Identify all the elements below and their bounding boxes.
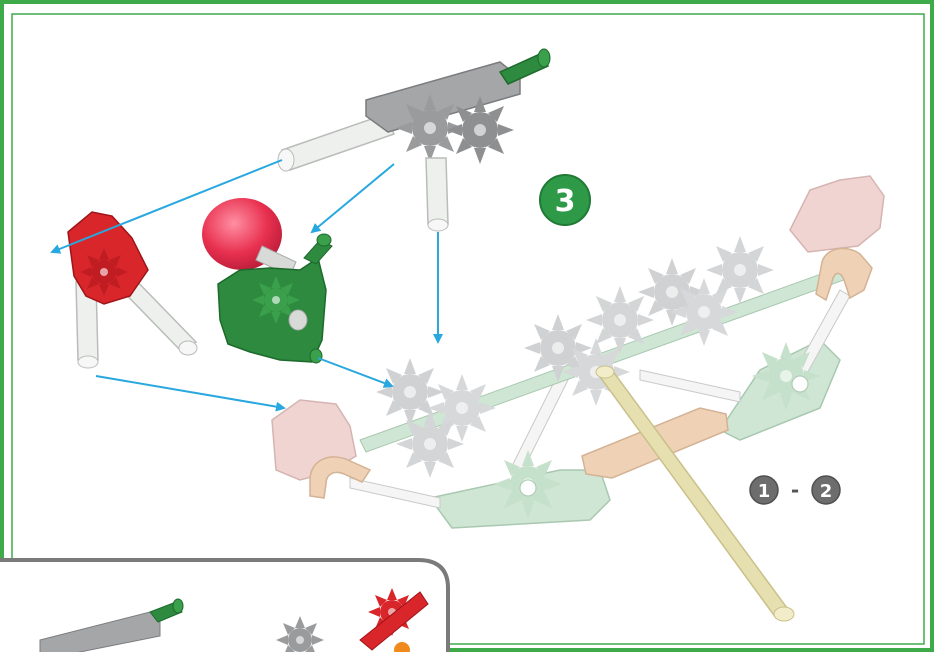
peach-clip-left [309,456,372,499]
step-badge: 3 [539,174,591,226]
arrow-rod-to-red [50,159,283,254]
arrow-red-to-pink [95,375,286,412]
top-gray-assembly [277,48,551,232]
pink-end-right [789,175,885,253]
gray-bar-top [365,61,521,133]
red-assembly [67,211,198,369]
green-rod-top [498,53,550,85]
white-rod-mid [639,369,741,403]
peach-clip-right [815,247,873,302]
inner-frame-line [11,13,925,645]
arrow-green-to-frame [317,357,394,388]
white-rod-vertical [425,157,449,225]
gray-hub-3 [396,410,464,478]
crossbow-frame [271,175,885,622]
gray-hub-9 [706,236,774,304]
substep-badges: 1 - 2 [749,475,841,505]
gray-hub-1 [376,358,444,426]
dark-gray-hub-2 [446,96,514,164]
substep-separator: - [791,478,799,502]
substep-first: 1 [758,481,771,502]
inset-panel [0,558,450,652]
green-assembly [202,198,333,364]
substep-second: 2 [820,481,833,502]
mint-hub-right [752,342,820,410]
assembly-arrows [50,159,443,412]
red-hub [80,248,128,296]
white-rod-left [349,477,441,509]
gray-hub-6 [586,286,654,354]
arrow-hub-to-green [310,163,395,234]
step-number: 3 [555,184,576,219]
